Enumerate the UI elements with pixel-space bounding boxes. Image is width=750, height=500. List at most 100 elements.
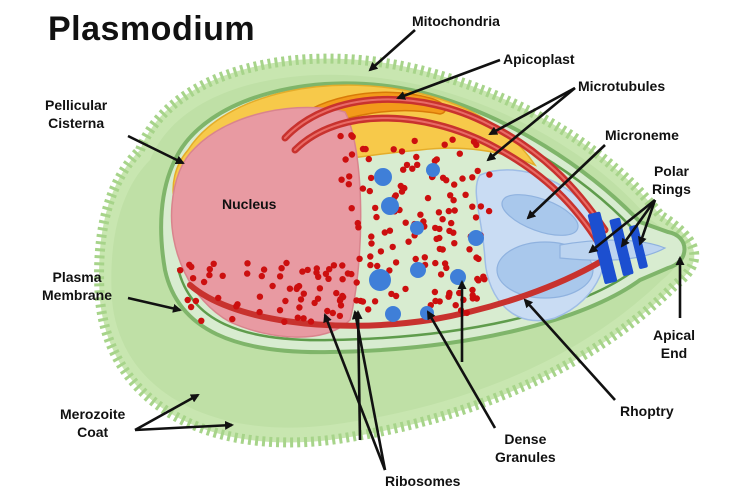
ribosome-dot <box>256 308 263 316</box>
ribosome-dot <box>386 267 393 274</box>
ribosome-dot <box>367 174 375 182</box>
ribosome-dot <box>256 293 264 300</box>
ribosome-dot <box>356 255 363 262</box>
label-ribosomes: Ribosomes <box>385 473 461 489</box>
ribosome-dot <box>486 171 493 178</box>
ribosome-dot <box>339 276 346 283</box>
ribosome-dot <box>342 156 349 163</box>
ribosome-dot <box>433 156 440 163</box>
label-pellicular-cisterna: Pellicular Cisterna <box>45 96 107 132</box>
label-polar-rings: Polar Rings <box>652 162 691 198</box>
ribosome-dot <box>269 282 276 290</box>
label-pellicular-line2: Cisterna <box>48 115 105 131</box>
ribosome-dot <box>300 290 307 297</box>
ribosome-dot <box>432 259 439 267</box>
ribosome-dot <box>333 289 340 297</box>
ribosome-dot <box>346 173 353 180</box>
ribosome-dot <box>365 155 372 163</box>
ribosome-dot <box>374 262 381 270</box>
ribosome-dot <box>432 297 439 305</box>
label-pellicular-line1: Pellicular <box>45 97 108 113</box>
ribosome-dot <box>436 245 443 253</box>
dense-granules-layer <box>369 163 484 322</box>
arrow-microtubules-a <box>488 86 576 136</box>
ribosome-dot <box>389 243 396 251</box>
ribosome-dot <box>189 275 197 282</box>
label-dense-line2: Granules <box>495 449 556 465</box>
ribosome-dot <box>421 254 428 261</box>
dense-granule <box>381 197 399 215</box>
label-microtubules: Microtubules <box>578 78 666 94</box>
ribosome-dot <box>451 181 458 188</box>
label-microneme: Microneme <box>605 127 679 143</box>
ribosome-dot <box>398 148 406 155</box>
ribosome-dot <box>474 167 481 175</box>
ribosome-dot <box>353 297 360 304</box>
ribosome-dot <box>353 279 360 286</box>
ribosome-dot <box>377 248 385 255</box>
ribosome-dot <box>286 285 294 292</box>
ribosome-dot <box>276 307 284 314</box>
ribosome-dot <box>258 272 265 280</box>
ribosome-dot <box>449 136 456 143</box>
ribosome-dot <box>371 298 379 305</box>
dense-granule <box>450 269 466 285</box>
ribosome-dot <box>307 318 315 325</box>
ribosome-dot <box>244 270 251 277</box>
ribosome-dot <box>446 291 453 298</box>
label-rhoptry: Rhoptry <box>620 403 674 419</box>
ribosome-dot <box>325 275 332 282</box>
ribosome-dot <box>470 138 478 145</box>
ribosome-dot <box>381 229 388 236</box>
label-dense-granules: Dense Granules <box>495 430 556 466</box>
arrow-pellicular-cisterna <box>127 134 185 165</box>
ribosome-dot <box>329 309 336 317</box>
label-plasma-line1: Plasma <box>52 269 102 285</box>
ribosome-dot <box>456 150 463 157</box>
ribosome-dot <box>459 175 466 182</box>
ribosome-dot <box>299 268 306 275</box>
ribosome-dot <box>469 203 476 210</box>
ribosome-dot <box>192 297 200 305</box>
ribosome-dot <box>316 285 324 292</box>
label-apical-end: Apical End <box>653 326 695 362</box>
arrow-merozoite-coat-a <box>134 393 200 432</box>
ribosome-dot <box>276 273 284 280</box>
ribosome-dot <box>386 227 394 234</box>
ribosome-dot <box>452 302 459 309</box>
ribosome-dot <box>200 278 208 286</box>
arrow-polar-rings-b <box>620 199 657 248</box>
label-dense-line1: Dense <box>504 431 547 447</box>
ribosome-dot <box>244 260 251 267</box>
arrow-polar-rings-c <box>637 199 657 246</box>
ribosome-dot <box>229 315 236 323</box>
ribosome-dot <box>463 309 470 317</box>
ribosome-dot <box>304 266 311 274</box>
ribosome-dot <box>283 259 290 267</box>
arrow-microneme <box>526 144 606 220</box>
ribosome-dot <box>206 271 213 279</box>
microtubule-1-highlight <box>294 117 601 246</box>
dense-granule <box>410 221 424 235</box>
ribosome-dot <box>322 270 330 277</box>
ribosome-dot <box>281 318 288 325</box>
ribosome-dot <box>485 207 493 215</box>
ribosome-dot <box>198 317 205 324</box>
ribosome-dot <box>451 240 458 247</box>
dense-granule <box>468 230 484 246</box>
ribosome-dot <box>448 219 455 227</box>
ribosome-dot <box>439 174 447 181</box>
ribosome-dot <box>405 238 412 245</box>
ribosome-dot <box>424 194 432 202</box>
dense-granule <box>410 262 426 278</box>
ribosome-dot <box>450 197 457 204</box>
ribosome-dot <box>294 314 301 321</box>
arrow-microtubules-b <box>486 86 576 162</box>
dense-granule <box>374 168 392 186</box>
ribosome-dot <box>451 207 458 214</box>
ribosome-dot <box>400 166 407 173</box>
ribosome-dot <box>392 259 400 266</box>
ribosome-dot <box>398 188 406 195</box>
label-apical-line2: End <box>660 345 688 361</box>
label-polar-rings-line1: Polar <box>653 163 689 179</box>
